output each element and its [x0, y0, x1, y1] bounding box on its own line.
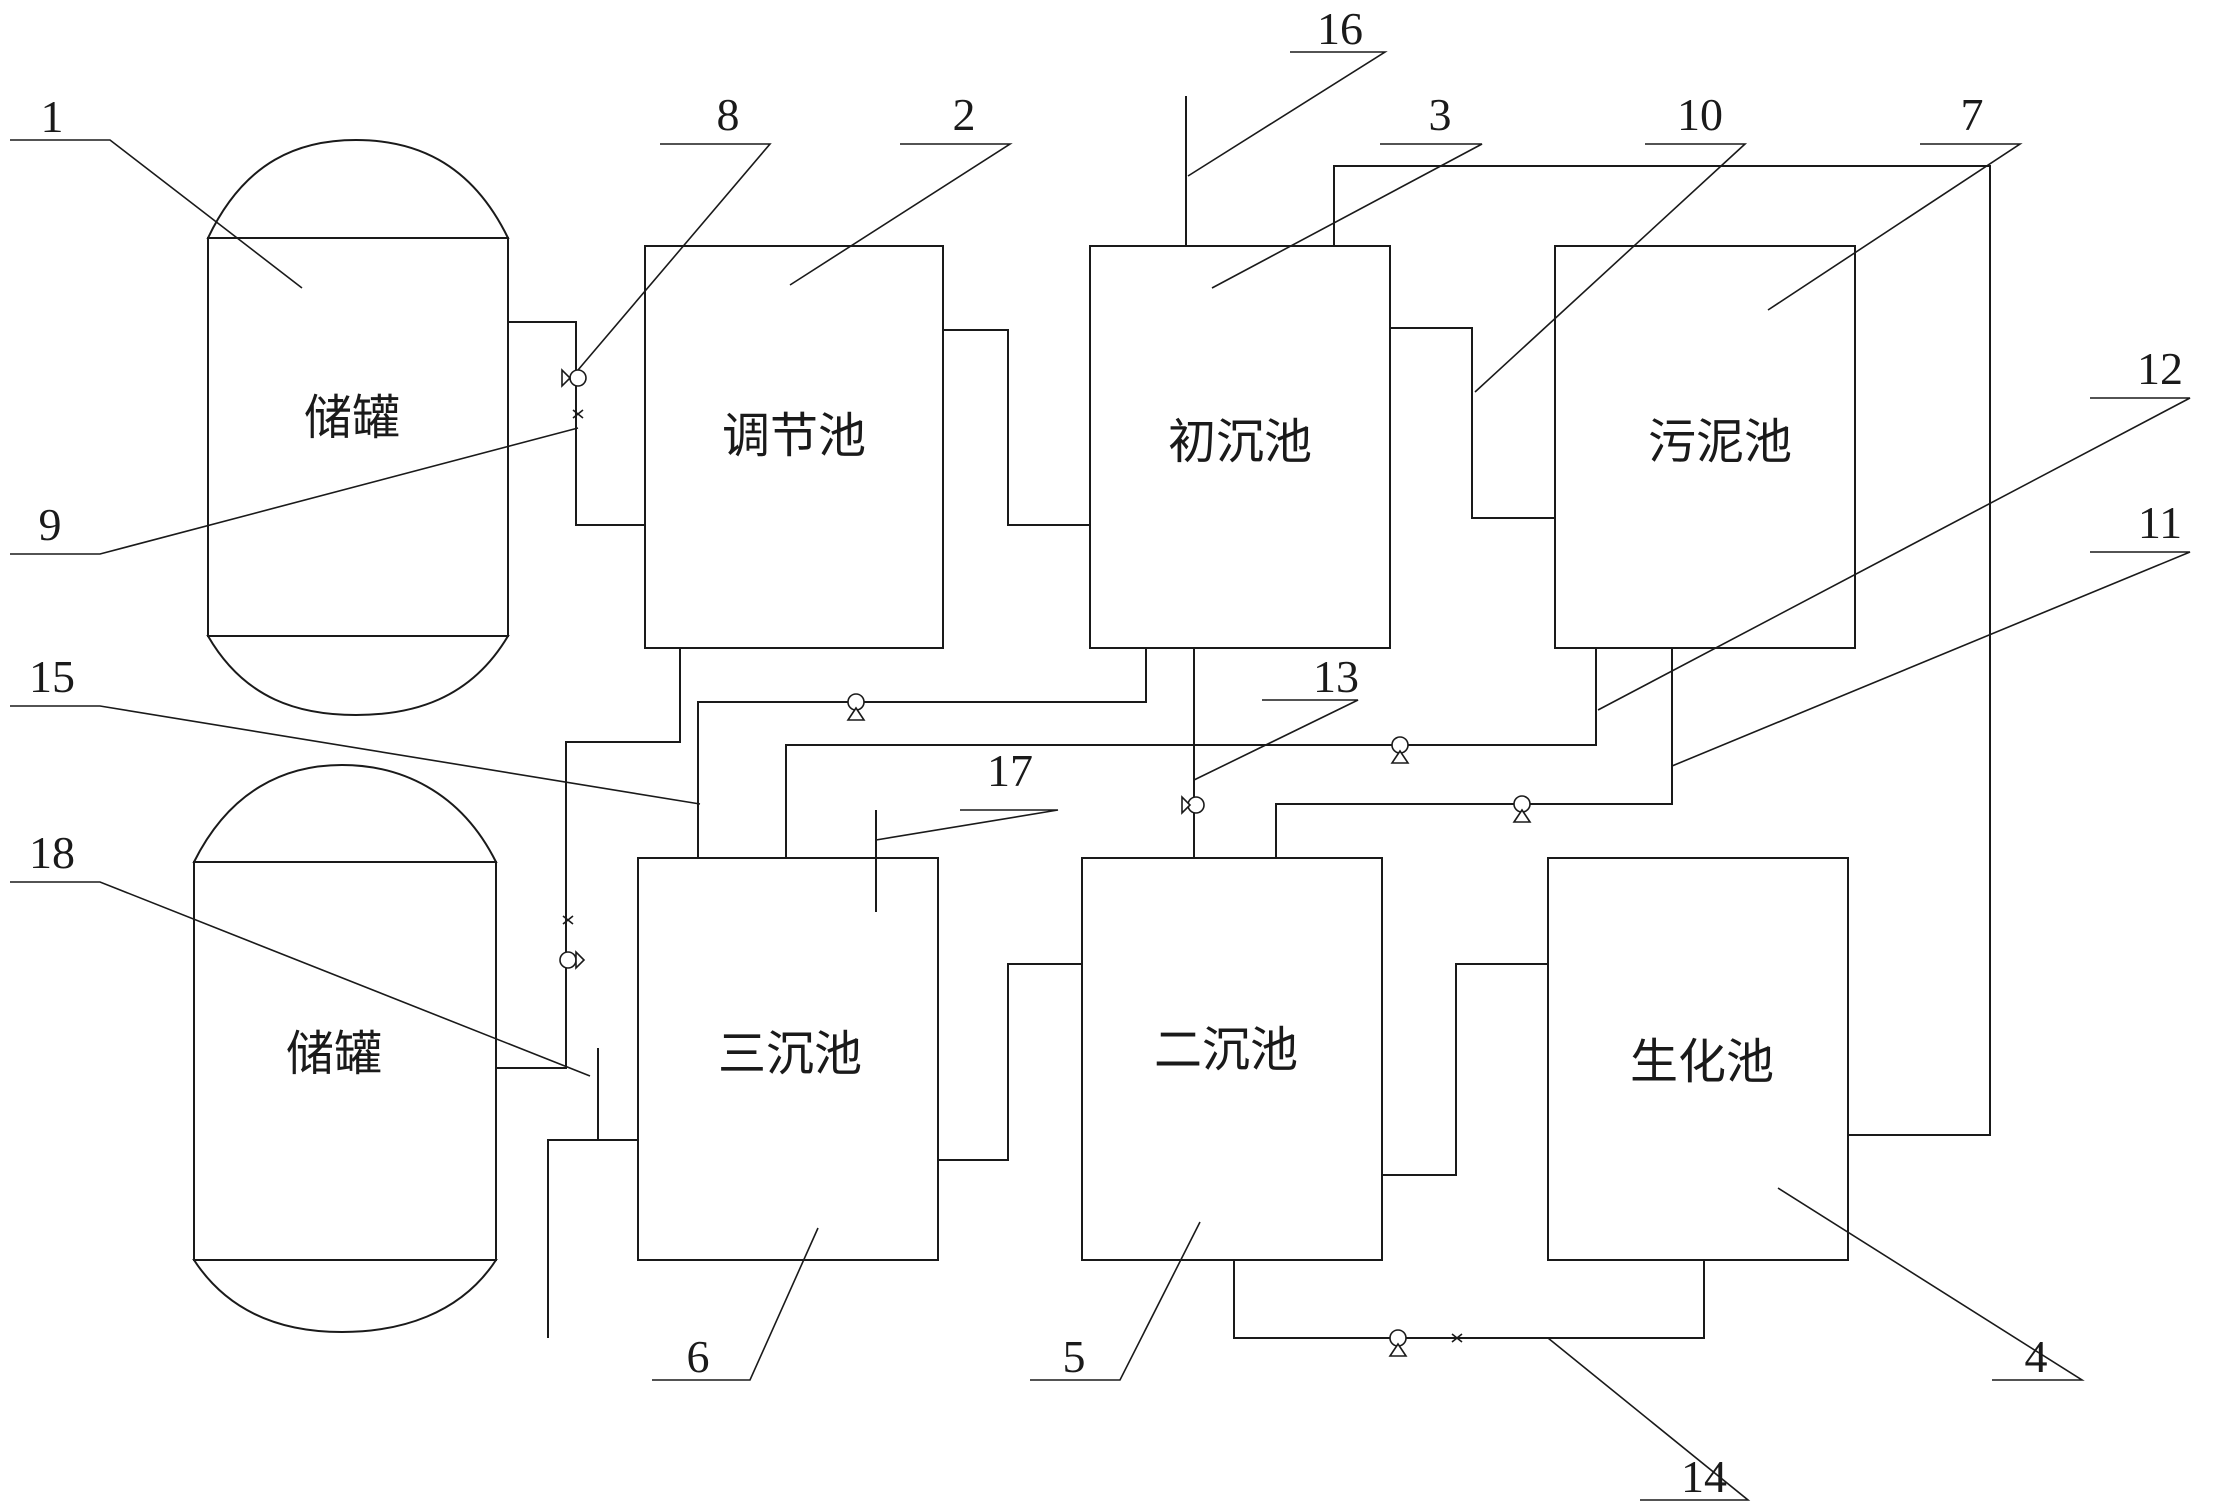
- regulating-tank: 调节池: [644, 245, 944, 649]
- callout-4: 4: [2025, 1331, 2048, 1382]
- callout-1: 1: [41, 91, 64, 142]
- secondary-settling-tank-label: 二沉池: [1154, 1022, 1298, 1078]
- callout-10: 10: [1677, 89, 1723, 140]
- callout-11: 11: [2138, 497, 2182, 548]
- sludge-tank: 污泥池: [1554, 245, 1856, 649]
- callout-7: 7: [1961, 89, 1984, 140]
- tertiary-settling-tank: 三沉池: [637, 857, 939, 1261]
- callout-18: 18: [29, 827, 75, 878]
- callout-leaders: [10, 51, 2191, 1501]
- sludge-tank-label: 污泥池: [1648, 414, 1792, 470]
- callout-3: 3: [1429, 89, 1452, 140]
- storage-tank-1-label: 储罐: [304, 390, 400, 446]
- pump-tank18: [559, 915, 586, 970]
- callout-12: 12: [2137, 343, 2183, 394]
- callout-16: 16: [1317, 3, 1363, 54]
- pipelines: [496, 96, 1991, 1339]
- primary-settling-tank: 初沉池: [1089, 245, 1391, 649]
- pump-13: [1181, 795, 1205, 815]
- pump-sludge-tertiary: [1390, 736, 1410, 764]
- pump-sludge-secondary: [1512, 795, 1532, 823]
- primary-settling-tank-label: 初沉池: [1168, 414, 1312, 470]
- valve-9: [572, 409, 584, 419]
- callout-15: 15: [29, 651, 75, 702]
- callout-5: 5: [1063, 1331, 1086, 1382]
- regulating-tank-label: 调节池: [722, 408, 866, 464]
- biochemical-tank: 生化池: [1547, 857, 1849, 1261]
- callout-2: 2: [953, 89, 976, 140]
- secondary-settling-tank: 二沉池: [1081, 857, 1383, 1261]
- pump-primary-tertiary: [846, 693, 866, 721]
- pump-8: [561, 368, 587, 388]
- storage-tank-1: 储罐: [206, 138, 510, 717]
- storage-tank-18: 储罐: [192, 763, 498, 1334]
- callout-8: 8: [717, 89, 740, 140]
- callout-9: 9: [39, 499, 62, 550]
- biochemical-tank-label: 生化池: [1630, 1034, 1774, 1090]
- callout-6: 6: [687, 1331, 710, 1382]
- callout-17: 17: [987, 745, 1033, 796]
- storage-tank-18-label: 储罐: [286, 1026, 382, 1082]
- pump-14: [1388, 1329, 1463, 1357]
- callout-numbers: 1 8 2 16 3 10 7 12 9 11 15 13 17 18 6 5 …: [29, 3, 2183, 1502]
- callout-14: 14: [1681, 1451, 1727, 1502]
- tertiary-settling-tank-label: 三沉池: [718, 1026, 862, 1082]
- callout-13: 13: [1313, 651, 1359, 702]
